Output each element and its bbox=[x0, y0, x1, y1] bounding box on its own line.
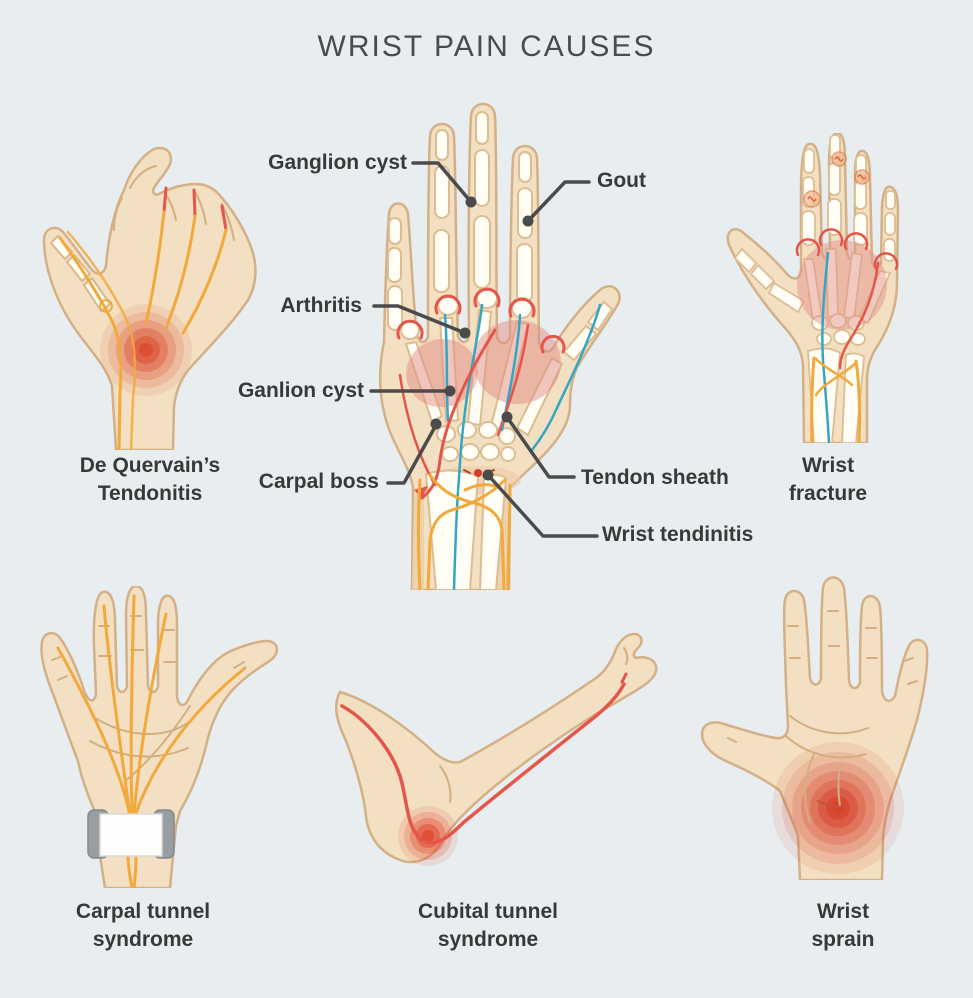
wrist-fracture-hand-illustration bbox=[726, 133, 900, 443]
annotation-gout: Gout bbox=[597, 169, 646, 192]
caption-carpal-tunnel-syndrome: Carpal tunnel syndrome bbox=[75, 900, 211, 951]
caption-de-quervains-tendonitis: De Quervain’s Tendonitis bbox=[79, 454, 221, 505]
leader-arthritis bbox=[372, 304, 467, 335]
leader-carpal-boss bbox=[386, 423, 438, 485]
annotation-carpal-boss: Carpal boss bbox=[258, 470, 379, 493]
de-quervains-hand-illustration bbox=[42, 146, 257, 450]
leader-gout bbox=[526, 180, 591, 223]
wrist-sprain-hand-illustration bbox=[700, 576, 929, 880]
caption-cubital-tunnel-syndrome: Cubital tunnel syndrome bbox=[418, 900, 558, 951]
poster-title: WRIST PAIN CAUSES bbox=[317, 30, 656, 63]
leader-wrist-tendinitis bbox=[486, 473, 599, 538]
annotation-arthritis: Arthritis bbox=[280, 294, 362, 317]
cubital-tunnel-arm-illustration bbox=[335, 632, 658, 866]
caption-wrist-sprain: Wrist sprain bbox=[811, 900, 875, 951]
caption-wrist-fracture: Wrist fracture bbox=[788, 454, 868, 505]
annotation-ganlion-cyst: Ganlion cyst bbox=[237, 379, 364, 402]
center-hand-anatomy-illustration bbox=[378, 102, 621, 590]
leader-ganglion-cyst bbox=[411, 161, 473, 204]
annotation-tendon-sheath: Tendon sheath bbox=[581, 466, 729, 489]
leader-tendon-sheath bbox=[505, 415, 576, 479]
annotation-wrist-tendinitis: Wrist tendinitis bbox=[602, 523, 754, 546]
annotation-ganglion-cyst: Ganglion cyst bbox=[268, 151, 407, 174]
carpal-tunnel-hand-illustration bbox=[40, 586, 279, 888]
